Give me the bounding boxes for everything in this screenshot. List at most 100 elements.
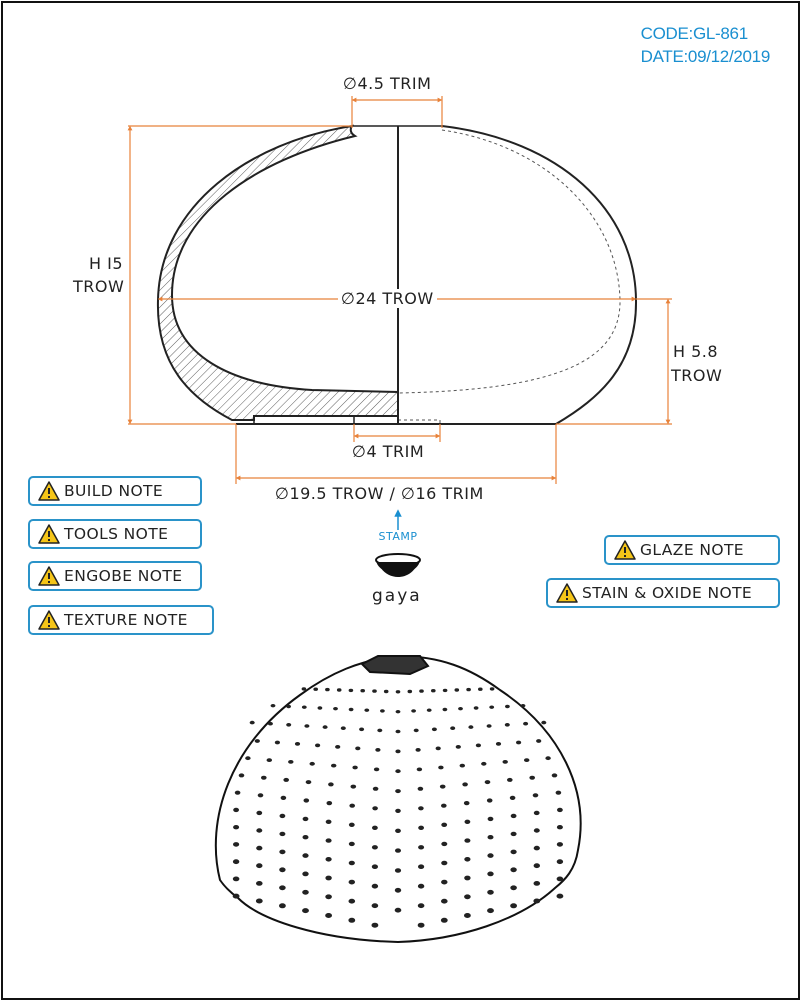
urchin-bump: [395, 808, 401, 814]
urchin-bump: [555, 790, 562, 795]
urchin-bump: [279, 849, 286, 855]
urchin-bump: [466, 687, 471, 692]
urchin-bump: [348, 841, 355, 847]
urchin-bump: [371, 864, 378, 869]
urchin-bump: [238, 773, 245, 778]
urchin-bump: [417, 903, 425, 909]
product-code: CODE:GL-861: [640, 24, 749, 43]
warning-icon: [38, 481, 60, 501]
urchin-bump: [309, 761, 315, 766]
urchin-bump: [435, 746, 441, 751]
urchin-bump: [413, 728, 419, 733]
urchin-bump: [395, 828, 401, 833]
urchin-bump: [441, 803, 447, 808]
warning-icon: [38, 524, 60, 544]
urchin-bump: [510, 903, 517, 909]
texture-note-button[interactable]: TEXTURE NOTE: [28, 605, 214, 635]
urchin-bump: [417, 922, 425, 928]
urchin-bump: [510, 849, 517, 855]
sea-urchin-illustration: [214, 654, 582, 944]
urchin-bump: [510, 813, 517, 819]
urchin-bump: [322, 725, 328, 729]
urchin-bump: [394, 868, 402, 873]
urchin-bump: [350, 784, 357, 789]
urchin-bump: [507, 777, 513, 782]
foot-inner-label: ∅4 TRIM: [352, 442, 425, 461]
urchin-bump: [352, 765, 358, 770]
urchin-bump: [505, 704, 510, 709]
urchin-bump: [254, 739, 260, 743]
urchin-bump: [395, 710, 401, 714]
urchin-bump: [355, 746, 361, 751]
urchin-bump: [442, 688, 448, 693]
urchin-bump: [232, 876, 240, 882]
urchin-bump: [487, 835, 494, 840]
urchin-bump: [270, 704, 276, 708]
urchin-bump: [441, 898, 448, 904]
urchin-bump: [279, 813, 286, 819]
urchin-bump: [249, 720, 255, 725]
urchin-bump: [360, 689, 366, 693]
urchin-bump: [487, 871, 494, 877]
top-opening-label: ∅4.5 TRIM: [340, 74, 435, 93]
urchin-bump: [481, 761, 487, 766]
foot-inner: [253, 415, 355, 424]
urchin-bump: [416, 767, 423, 772]
build-note-button[interactable]: BUILD NOTE: [28, 476, 202, 506]
urchin-bump: [305, 780, 312, 785]
warning-icon: [38, 610, 60, 630]
urchin-bump: [395, 848, 401, 853]
urchin-bump: [439, 784, 446, 789]
urchin-bump: [303, 798, 310, 803]
urchin-bump: [418, 845, 425, 850]
urchin-bump: [371, 903, 379, 909]
urchin-bump: [372, 825, 378, 830]
glaze-note-button[interactable]: GLAZE NOTE: [604, 535, 780, 565]
urchin-bump: [286, 723, 292, 727]
urchin-bump: [464, 875, 471, 881]
urchin-bump: [463, 801, 470, 806]
urchin-bump: [340, 726, 346, 730]
urchin-bump: [326, 801, 333, 806]
engobe-note-button[interactable]: ENGOBE NOTE: [28, 561, 202, 591]
urchin-bump: [533, 863, 540, 869]
engobe-note-label: ENGOBE NOTE: [64, 567, 183, 585]
urchin-bump: [510, 831, 517, 837]
urchin-bump: [261, 775, 267, 780]
urchin-bump: [556, 876, 564, 882]
urchin-bump: [487, 816, 494, 822]
urchin-bump: [325, 857, 332, 862]
urchin-bump: [532, 793, 539, 798]
urchin-bump: [489, 687, 495, 691]
urchin-bump: [536, 739, 542, 743]
urchin-bump: [371, 845, 378, 850]
urchin-bump: [407, 689, 413, 694]
urchin-bump: [440, 917, 448, 923]
urchin-bump: [336, 688, 342, 692]
drawing-date: DATE:09/12/2019: [640, 47, 771, 66]
urchin-bump: [301, 705, 307, 709]
urchin-bump: [233, 842, 240, 847]
urchin-bump: [234, 790, 241, 795]
foot-dash-right: [398, 419, 441, 428]
urchin-bump: [533, 810, 540, 816]
urchin-bump: [348, 860, 355, 866]
urchin-bump: [502, 760, 508, 764]
urchin-bump: [516, 740, 522, 745]
urchin-bump: [232, 859, 240, 865]
urchin-bump: [533, 845, 540, 851]
urchin-bump: [256, 845, 263, 851]
urchin-bump: [348, 707, 354, 712]
urchin-bump: [510, 867, 517, 873]
urchin-bump: [418, 825, 424, 830]
urchin-bump: [431, 727, 437, 732]
stain-oxide-note-button[interactable]: STAIN & OXIDE NOTE: [546, 578, 780, 608]
urchin-bump: [419, 689, 424, 693]
urchin-bump: [556, 859, 564, 865]
urchin-bump: [348, 822, 355, 827]
urchin-bump: [302, 853, 309, 858]
urchin-bump: [464, 838, 471, 843]
urchin-bump: [377, 728, 383, 733]
urchin-bump: [279, 831, 286, 837]
tools-note-button[interactable]: TOOLS NOTE: [28, 519, 202, 549]
